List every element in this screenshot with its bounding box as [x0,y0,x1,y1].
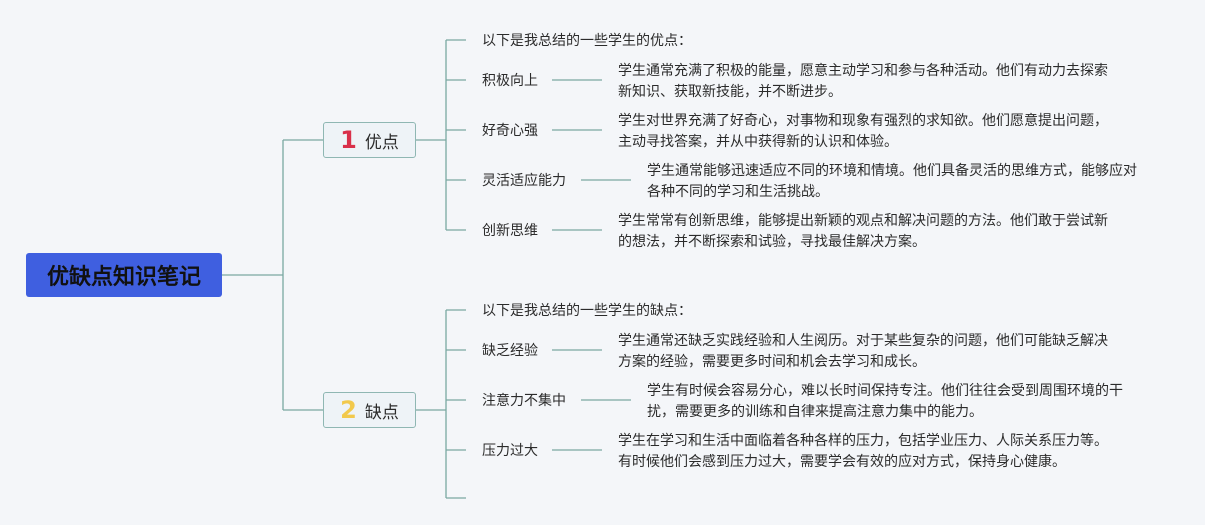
topic-node[interactable]: 创新思维 [482,223,538,239]
branch-intro: 以下是我总结的一些学生的缺点： [482,303,692,319]
topic-node[interactable]: 注意力不集中 [482,393,566,409]
branch-label: 缺点 [364,402,399,423]
topic-description: 学生通常还缺乏实践经验和人生阅历。对于某些复杂的问题，他们可能缺乏解决 方案的经… [618,333,1108,370]
root-node[interactable]: 优缺点知识笔记 [26,253,222,297]
topic-description: 学生有时候会容易分心，难以长时间保持专注。他们往往会受到周围环境的干 扰，需要更… [647,383,1123,420]
branch-number: 1 [340,126,357,154]
topic-node[interactable]: 缺乏经验 [482,343,538,359]
branch-number: 2 [340,396,357,424]
topic-node[interactable]: 积极向上 [482,73,538,89]
topic-description: 学生通常能够迅速适应不同的环境和情境。他们具备灵活的思维方式，能够应对 各种不同… [647,163,1137,200]
branch-intro: 以下是我总结的一些学生的优点： [482,33,692,49]
branch-node-strengths[interactable]: 1 优点 [323,122,416,158]
topic-node[interactable]: 灵活适应能力 [482,173,566,189]
branch-label: 优点 [364,132,399,153]
topic-node[interactable]: 好奇心强 [482,123,538,139]
topic-description: 学生常常有创新思维，能够提出新颖的观点和解决问题的方法。他们敢于尝试新 的想法，… [618,213,1108,250]
topic-description: 学生通常充满了积极的能量，愿意主动学习和参与各种活动。他们有动力去探索 新知识、… [618,63,1108,100]
branch-node-weaknesses[interactable]: 2 缺点 [323,392,416,428]
topic-node[interactable]: 压力过大 [482,443,538,459]
root-title: 优缺点知识笔记 [46,265,201,290]
topic-description: 学生在学习和生活中面临着各种各样的压力，包括学业压力、人际关系压力等。 有时候他… [618,433,1108,470]
topic-description: 学生对世界充满了好奇心，对事物和现象有强烈的求知欲。他们愿意提出问题， 主动寻找… [618,113,1108,150]
